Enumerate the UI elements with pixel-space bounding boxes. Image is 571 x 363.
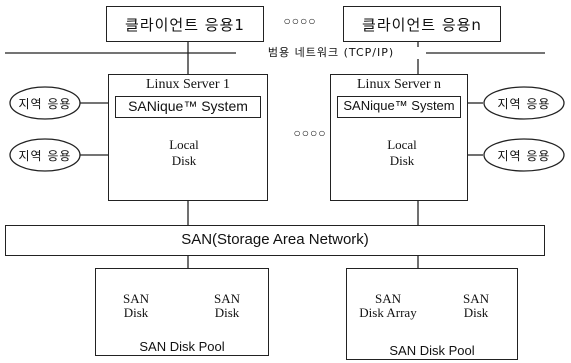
client-app-1-box xyxy=(106,6,264,42)
server-n-title: Linux Server n xyxy=(357,77,441,92)
local-app-right-bottom-label: 지역 응용 xyxy=(497,149,551,163)
server-n-system-label: SANique™ System xyxy=(343,98,455,113)
server-1-title: Linux Server 1 xyxy=(146,77,230,92)
pool-2-disk-2-line2: Disk xyxy=(463,305,489,320)
pool-2-box xyxy=(346,268,518,360)
server-n-disk-line1: Local xyxy=(387,137,417,152)
client-app-n-label: 클라이언트 응용n xyxy=(362,16,482,34)
server-n-disk-line2: Disk xyxy=(389,153,415,168)
pool-2-label: SAN Disk Pool xyxy=(389,343,475,358)
server-n-system-box xyxy=(337,96,461,118)
san-bar-label: SAN(Storage Area Network) xyxy=(181,231,369,248)
local-app-left-top-shape xyxy=(9,86,81,120)
pool-2-disk-1-line2: Disk Array xyxy=(359,305,417,320)
server-ellipsis: ○○○○ xyxy=(293,126,327,140)
client-ellipsis: ○○○○ xyxy=(283,14,317,28)
server-1-disk-line1: Local xyxy=(169,137,199,152)
san-bar xyxy=(5,225,545,256)
pool-2-disk-1-line1: SAN xyxy=(374,291,401,306)
pool-1-disk-1-line2: Disk xyxy=(123,305,149,320)
local-app-left-bottom-label: 지역 응용 xyxy=(18,149,72,163)
pool-1-disk-2-line1: SAN xyxy=(213,291,240,306)
server-n-box xyxy=(330,74,468,201)
server-1-system-box xyxy=(115,96,261,118)
pool-1-box xyxy=(95,268,269,356)
server-1-box xyxy=(108,74,268,201)
pool-1-disk-1-line1: SAN xyxy=(122,291,149,306)
network-label: 범용 네트워크 (TCP/IP) xyxy=(236,47,426,59)
pool-1-label: SAN Disk Pool xyxy=(139,339,225,354)
pool-1-disk-2-line2: Disk xyxy=(214,305,240,320)
local-app-left-bottom-shape xyxy=(9,138,81,172)
local-app-right-top-shape xyxy=(483,86,565,120)
client-app-1-label: 클라이언트 응용1 xyxy=(125,16,245,34)
local-app-right-bottom-shape xyxy=(483,138,565,172)
server-1-disk-line2: Disk xyxy=(171,153,197,168)
local-app-right-top-label: 지역 응용 xyxy=(497,97,551,111)
server-1-system-label: SANique™ System xyxy=(128,98,248,114)
pool-2-disk-2-line1: SAN xyxy=(462,291,489,306)
client-app-n-box xyxy=(343,6,501,42)
local-app-left-top-label: 지역 응용 xyxy=(18,97,72,111)
